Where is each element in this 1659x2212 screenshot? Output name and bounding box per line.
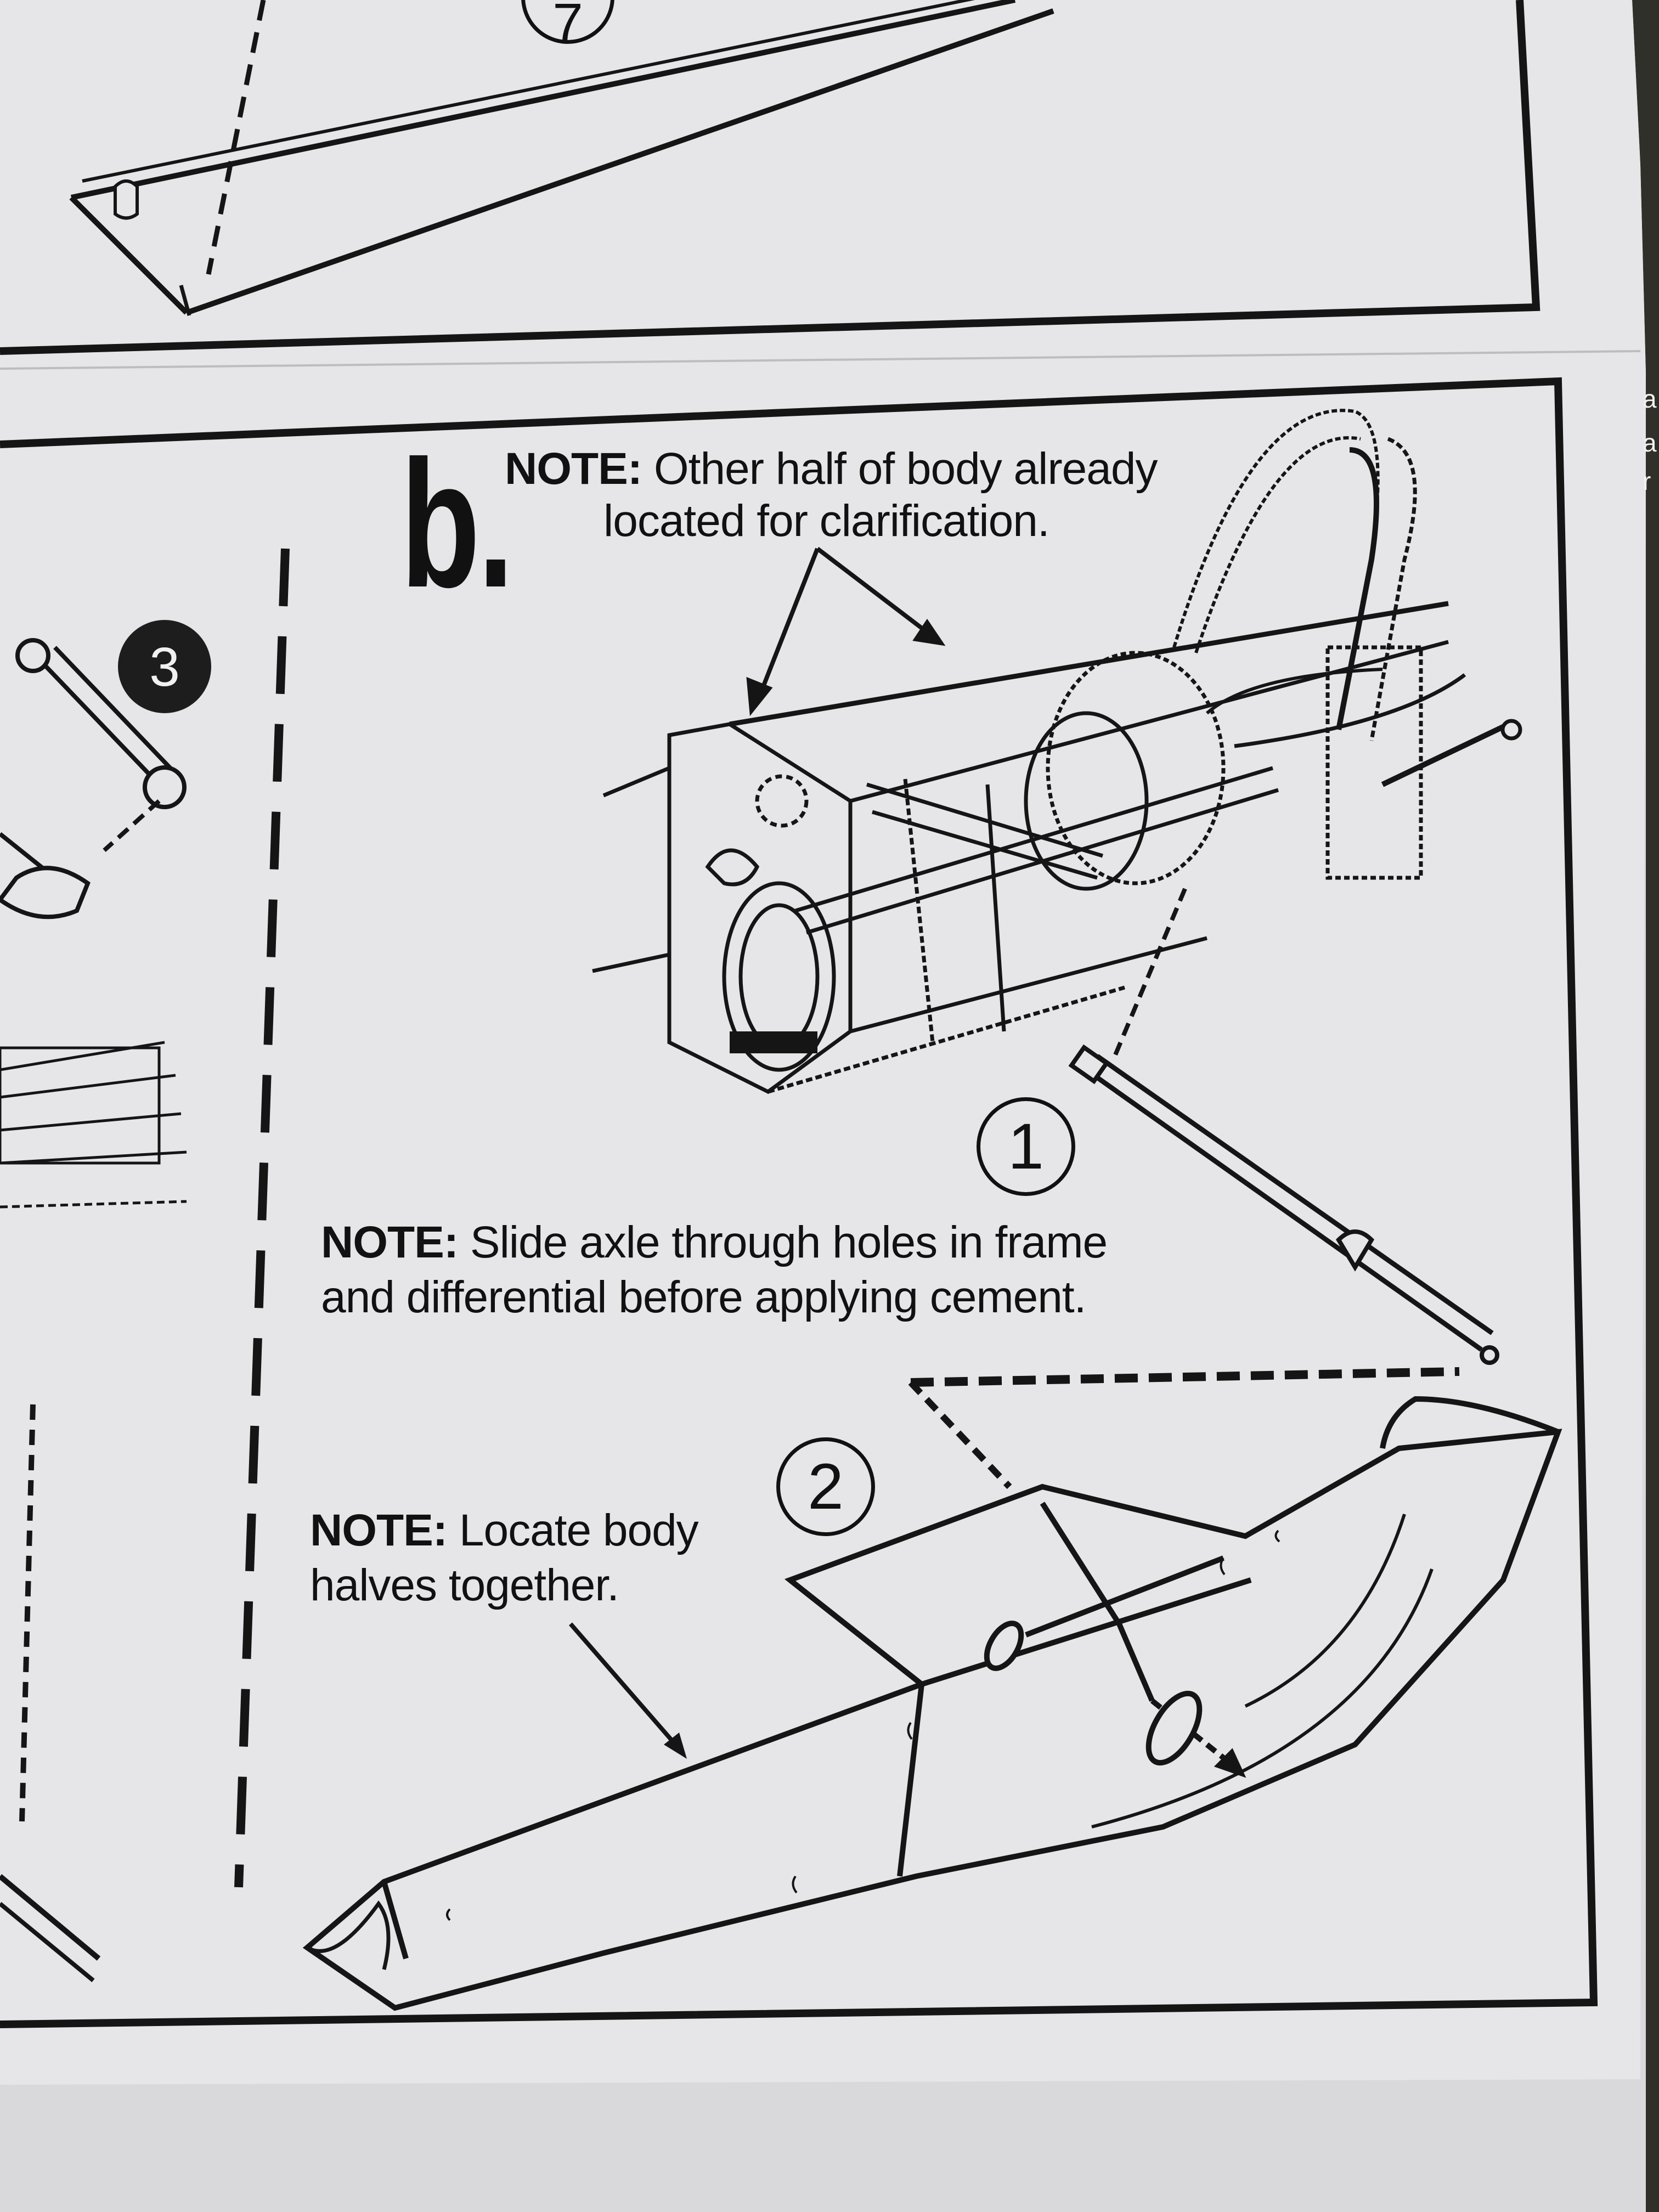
note-text: Slide axle through holes in frame	[470, 1217, 1108, 1267]
main-panel-border	[0, 377, 1598, 2028]
callout-step-3: 3	[118, 620, 211, 713]
edge-glyph-3: r	[1643, 467, 1651, 495]
note-label: NOTE:	[505, 444, 642, 494]
note-locate-body-line1: NOTE: Locate body	[310, 1503, 699, 1558]
body-half-part	[302, 1396, 1562, 2011]
upper-panel-border	[0, 0, 1541, 355]
upper-rail-part	[69, 0, 1054, 316]
step-letter: b.	[400, 422, 514, 625]
note-slide-axle-line1: NOTE: Slide axle through holes in frame	[321, 1215, 1108, 1270]
note-slide-axle-line2: and differential before applying cement.	[321, 1272, 1086, 1322]
cement-marks	[446, 1530, 1280, 1921]
note-label: NOTE:	[321, 1217, 459, 1267]
note-text: Locate body	[459, 1505, 699, 1555]
note-other-half-line1: NOTE: Other half of body already	[505, 442, 1158, 496]
edge-glyph-2: a	[1643, 428, 1657, 457]
frame-assembly	[592, 409, 1522, 1094]
note-other-half-line2: located for clarification.	[603, 496, 1050, 546]
axle-part	[1068, 1044, 1499, 1365]
left-partial-assembly	[0, 638, 187, 1983]
note-text: Other half of body already	[653, 444, 1158, 494]
callout-part-1: 1	[977, 1097, 1075, 1196]
edge-glyph-1: a	[1643, 385, 1657, 413]
note-locate-body-line2: halves together.	[310, 1560, 619, 1610]
note-label: NOTE:	[310, 1505, 448, 1555]
note1-arrows	[746, 546, 946, 716]
callout-part-2: 2	[776, 1437, 875, 1536]
divider-dashed-line	[234, 548, 290, 1888]
